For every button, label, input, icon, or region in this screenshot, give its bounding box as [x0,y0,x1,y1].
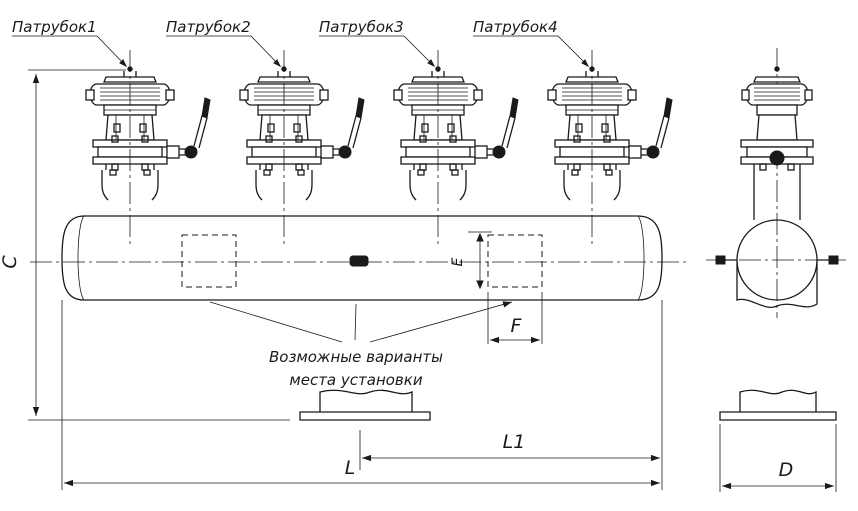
dim-label-l1: L1 [503,431,526,453]
nozzle-label-4: Патрубок4 [473,18,558,36]
nozzle-label-3: Патрубок3 [319,18,404,36]
nozzle-3 [393,66,519,201]
dimension-e: E [450,231,492,290]
dim-label-c: C [0,255,21,269]
installation-note: Возможные варианты места установки [209,302,512,389]
dim-label-l: L [345,457,356,479]
dimension-l: L [61,300,660,490]
dim-label-d: D [779,459,794,481]
mounting-bracket [299,389,431,421]
note-line-1: Возможные варианты [269,348,443,366]
manifold-header [30,215,688,301]
side-view [706,48,846,421]
nozzle-1 [85,66,211,201]
mount-option-right [487,234,543,288]
dim-label-e: E [450,257,466,266]
dimension-f: F [487,292,543,344]
nozzle-label-2: Патрубок2 [166,18,251,36]
dimension-d: D [719,424,837,492]
nozzle-labels: Патрубок1 Патрубок2 Патрубок3 Патрубок4 [12,18,590,68]
nozzle-label-1: Патрубок1 [12,18,97,36]
mount-option-left [181,234,237,288]
nozzle-2 [239,66,365,201]
dimension-c: C [0,69,290,421]
mount-option-center [349,255,369,267]
dim-label-f: F [511,315,523,337]
note-line-2: места установки [289,371,422,389]
nozzle-4 [547,66,673,201]
dimension-l1: L1 [359,300,663,490]
